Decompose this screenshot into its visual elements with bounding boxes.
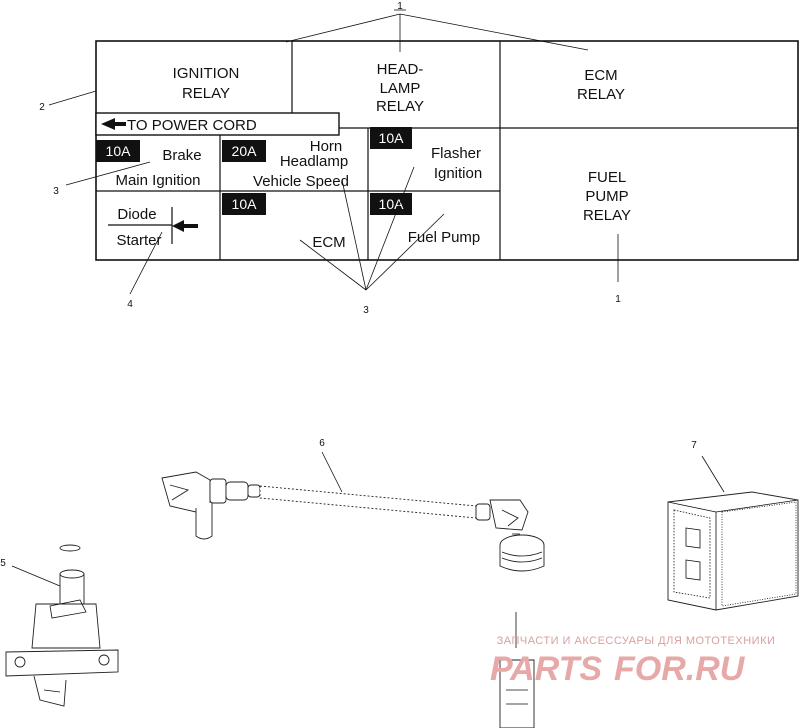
fuse-2-line3: Vehicle Speed: [253, 173, 349, 190]
watermark-brand-right: FOR.RU: [614, 650, 746, 688]
fuse-1-rating: 10A: [106, 143, 132, 159]
callout-1-top: 1: [397, 1, 403, 12]
headlamp-relay: HEAD- LAMP RELAY: [376, 61, 424, 115]
fuse-3: 10A Flasher Ignition: [370, 127, 482, 182]
callout-7: 7: [691, 440, 697, 451]
fuse-3-line2: Ignition: [434, 165, 482, 182]
fuse-5-rating: 10A: [379, 196, 405, 212]
fuel-pump-relay-line3: RELAY: [583, 207, 631, 224]
power-cord-text: TO POWER CORD: [127, 117, 257, 134]
sensor-part: [5, 544, 119, 707]
callout-3-left: 3: [53, 186, 59, 197]
starter-label: Starter: [116, 232, 161, 249]
fuse-2-rating: 20A: [232, 143, 258, 159]
ignition-relay-line1: IGNITION: [173, 65, 240, 82]
ignition-relay-line2: RELAY: [182, 85, 230, 102]
fuse-2: 20A Horn Headlamp Vehicle Speed: [222, 138, 349, 190]
diode-arrow-icon: [172, 220, 198, 232]
fuel-pump-relay-line2: PUMP: [585, 188, 628, 205]
callout-2: 2: [39, 102, 45, 113]
watermark-caption: ЗАПЧАСТИ И АКСЕССУАРЫ ДЛЯ МОТОТЕХНИКИ: [497, 635, 776, 647]
fuse-5-line1: Fuel Pump: [408, 229, 481, 246]
fuse-1: 10A Brake Main Ignition: [96, 140, 202, 189]
callout-6: 6: [319, 438, 325, 449]
ecm-relay-line2: RELAY: [577, 86, 625, 103]
fuel-pump-relay: FUEL PUMP RELAY: [583, 169, 631, 224]
bracket-part: [499, 612, 535, 728]
power-cord-label: TO POWER CORD: [95, 112, 340, 136]
ecm-relay-line1: ECM: [584, 67, 617, 84]
relay-block-part: [667, 455, 799, 611]
watermark: ЗАПЧАСТИ И АКСЕССУАРЫ ДЛЯ МОТОТЕХНИКИ PA…: [490, 635, 775, 688]
callout-1-bottom: 1: [615, 294, 621, 305]
fuse-3-line1: Flasher: [431, 145, 481, 162]
fuse-2-line2: Headlamp: [280, 153, 348, 170]
ignition-relay: IGNITION RELAY: [173, 65, 240, 102]
fuse-relay-box: [95, 40, 799, 261]
arrow-left-icon: [101, 118, 126, 130]
callout-5: 5: [0, 558, 6, 569]
diode-label: Diode: [117, 206, 156, 223]
fuse-4: 10A ECM: [222, 193, 346, 251]
headlamp-relay-line2: LAMP: [380, 80, 421, 97]
headlamp-relay-line1: HEAD-: [377, 61, 424, 78]
ecm-relay: ECM RELAY: [577, 67, 625, 103]
callout-3-mid: 3: [363, 305, 369, 316]
callout-4: 4: [127, 299, 133, 310]
fuel-pump-relay-line1: FUEL: [588, 169, 626, 186]
fuse-box-outline: [95, 40, 799, 261]
fuse-4-rating: 10A: [232, 196, 258, 212]
wire-harness-part: [161, 451, 545, 572]
fuse-1-line1: Brake: [162, 147, 201, 164]
diode-starter: Diode Starter: [108, 206, 198, 249]
fuse-3-rating: 10A: [379, 130, 405, 146]
fuse-1-line2: Main Ignition: [115, 172, 200, 189]
fuse-4-line1: ECM: [312, 234, 345, 251]
headlamp-relay-line3: RELAY: [376, 98, 424, 115]
watermark-brand-left: PARTS: [490, 650, 602, 688]
fuse-2-line1: Horn: [310, 138, 343, 155]
leader-lines: [48, 9, 619, 295]
